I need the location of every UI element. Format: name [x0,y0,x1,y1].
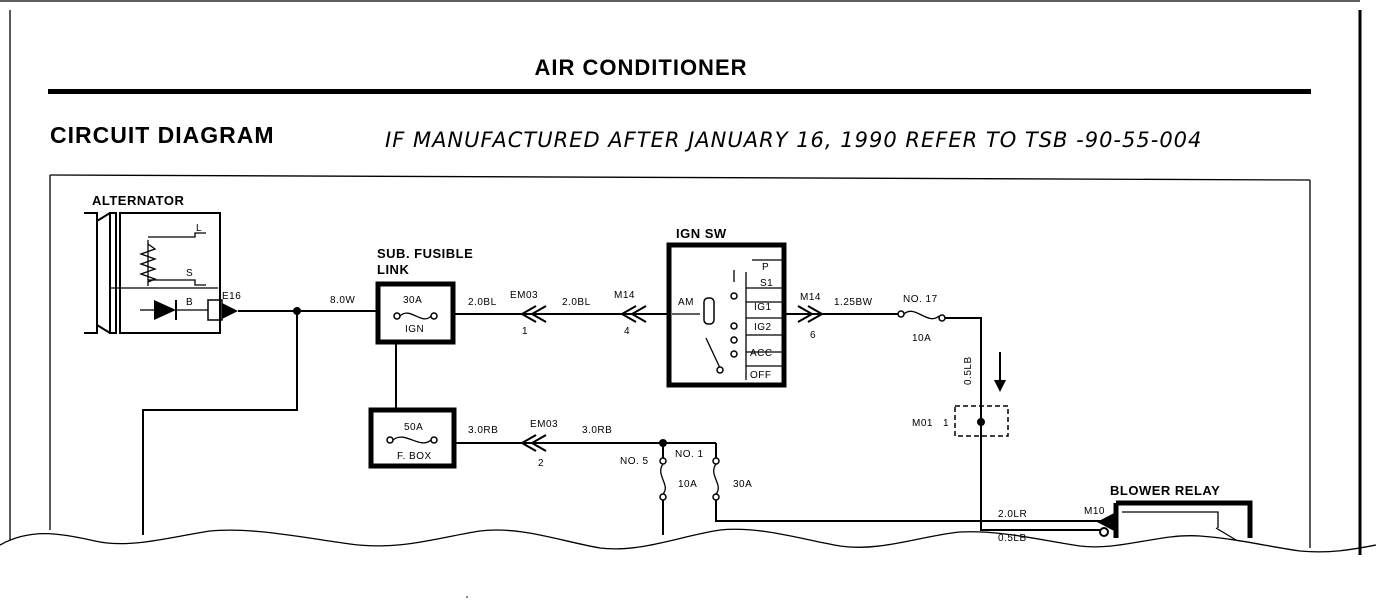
em03-bottom-pin: 2 [538,458,544,469]
ign-am-label: AM [678,297,694,308]
fusible-link-rating: 30A [403,295,422,306]
m14-connector-right: M14 6 [797,292,825,341]
fuse-no5-label: NO. 5 [620,456,649,467]
terminal-l-label: L [196,223,202,234]
ign-pos-ig1: IG1 [754,302,772,313]
m14-connector-left: M14 4 [614,290,647,337]
wire-label-05lb-h: 0.5LB [998,533,1027,544]
speck [466,596,468,598]
page-title: AIR CONDITIONER [535,55,748,80]
blower-relay-label: BLOWER RELAY [1110,483,1220,498]
fuse-no1-rating: 30A [733,479,752,490]
fuse-no1-label: NO. 1 [675,449,704,460]
terminal-b-label: B [186,297,193,308]
page-frame [0,0,1362,555]
em03-top-pin: 1 [522,326,528,337]
e16-connector [222,303,238,319]
fuse-box: 50A F. BOX [368,407,457,469]
fuse-no17-label: NO. 17 [903,294,938,305]
wire-label-125bw: 1.25BW [834,297,873,308]
em03-connector-bottom: EM03 2 [519,419,558,469]
m10-connector [1097,512,1116,532]
fuse-no5: NO. 5 10A [620,443,697,535]
m01-pin: 1 [943,418,949,429]
blower-relay: BLOWER RELAY 2.0LR 0.5LB M10 [998,483,1253,544]
alternator: ALTERNATOR L S B E16 [84,193,241,334]
title-rule [48,89,1311,94]
m14-right-pin: 6 [810,330,816,341]
sub-fusible-link-label-2: LINK [377,262,409,277]
m14-left-label: M14 [614,290,635,301]
wire-label-8ow: 8.0W [330,295,355,306]
fuse-no17-rating: 10A [912,333,931,344]
section-title: CIRCUIT DIAGRAM [50,122,275,148]
wire-label-20bl-b: 2.0BL [562,297,591,308]
torn-edge [0,528,1376,553]
em03-top-label: EM03 [510,290,538,301]
fuse-no17: NO. 17 10A [897,294,946,344]
em03-connector-top: EM03 1 [510,290,547,337]
current-arrow [994,352,1006,392]
alternator-label: ALTERNATOR [92,193,184,208]
wire-label-05lb-v: 0.5LB [963,356,974,385]
em03-bottom-label: EM03 [530,419,558,430]
terminal-s-label: S [186,268,193,279]
m10-label: M10 [1084,506,1105,517]
m01-connector: M01 1 [912,405,1009,437]
m14-left-pin: 4 [624,326,630,337]
handwritten-note: IF MANUFACTURED AFTER JANUARY 16, 1990 R… [385,128,1202,152]
m14-right-label: M14 [800,292,821,303]
ign-sw-label: IGN SW [676,226,727,241]
diode-symbol [154,300,176,320]
sub-fusible-link-label: SUB. FUSIBLE [377,246,473,261]
ign-pos-p: P [762,262,769,273]
wire-label-20lr: 2.0LR [998,509,1027,520]
fuse-no1: NO. 1 30A [675,443,752,501]
ign-pos-off: OFF [750,370,772,381]
ign-pos-acc: ACC [750,348,773,359]
fuse-box-rating: 50A [404,422,423,433]
wire-label-30rb-a: 3.0RB [468,425,498,436]
fuse-box-tag: F. BOX [397,451,432,462]
ign-pos-s1: S1 [760,278,773,289]
fusible-link-tag: IGN [405,324,424,335]
wire-label-30rb-b: 3.0RB [582,425,612,436]
wire-label-20bl-a: 2.0BL [468,297,497,308]
sub-fusible-link: SUB. FUSIBLE LINK 30A IGN [375,246,473,345]
ignition-switch: IGN SW AM P S1 IG1 IG2 ACC OFF [666,226,787,388]
m01-label: M01 [912,418,933,429]
fuse-no5-rating: 10A [678,479,697,490]
diagram-border [49,174,1311,548]
e16-label: E16 [222,291,241,302]
ign-pos-ig2: IG2 [754,322,772,333]
